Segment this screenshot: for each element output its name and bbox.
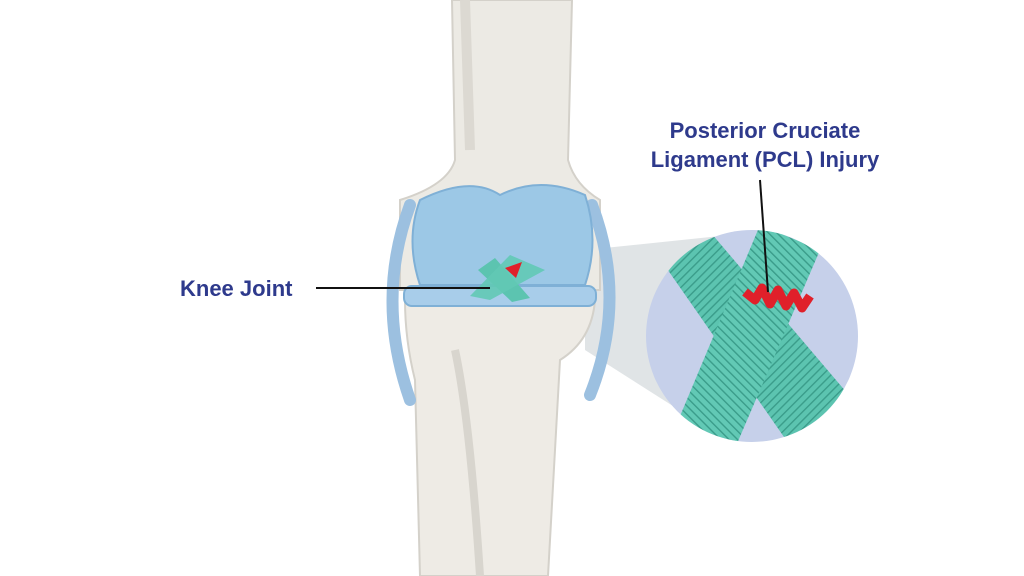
knee-joint-label: Knee Joint xyxy=(180,276,293,301)
pcl-label: Posterior Cruciate Ligament (PCL) Injury xyxy=(630,116,900,174)
pcl-label-line1: Posterior Cruciate xyxy=(669,118,861,143)
pcl-label-line2: Ligament (PCL) Injury xyxy=(650,147,880,172)
ligament-band xyxy=(670,230,820,442)
pcl-leader xyxy=(759,179,769,293)
injury-tear xyxy=(742,283,814,313)
tibia xyxy=(403,299,597,576)
femoral-cartilage xyxy=(411,184,594,286)
